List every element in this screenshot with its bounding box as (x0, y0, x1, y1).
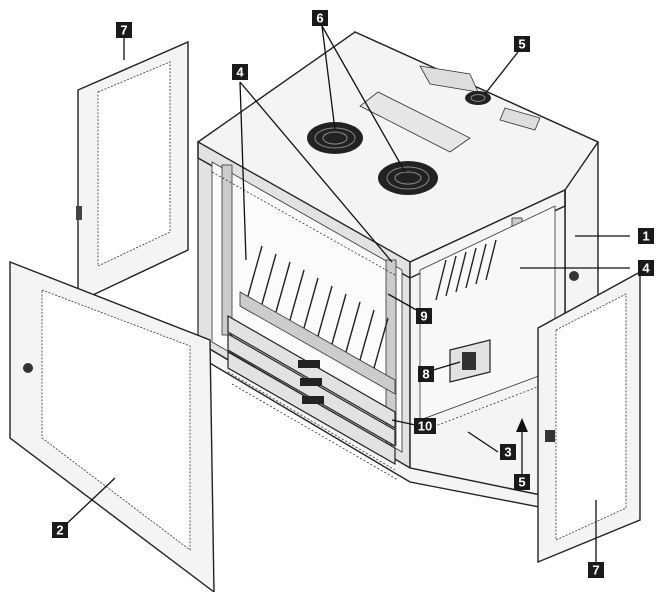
fan-icon (465, 91, 491, 105)
lock-icon (545, 430, 555, 442)
side-panel-door-right (537, 270, 641, 564)
callout-10: 10 (414, 418, 436, 434)
callout-label: 7 (120, 23, 127, 38)
callout-label: 2 (56, 523, 63, 538)
callout-label: 3 (504, 445, 511, 460)
lock-icon (569, 271, 579, 281)
front-door (9, 260, 215, 592)
callout-label: 4 (642, 261, 650, 276)
top-cable-slot (359, 91, 471, 153)
callout-5-top: 5 (514, 36, 530, 52)
cable-management-panel (239, 239, 497, 395)
callout-1: 1 (638, 228, 654, 244)
callout-label: 6 (316, 11, 323, 26)
callout-3: 3 (500, 444, 516, 460)
callout-7-bottom: 7 (588, 562, 604, 578)
callout-label: 5 (518, 37, 525, 52)
leader-lines (59, 25, 630, 562)
rack-rail-left (221, 164, 233, 336)
callout-5-bottom: 5 (514, 474, 530, 490)
callout-6: 6 (312, 10, 328, 26)
callout-label: 4 (236, 65, 244, 80)
callout-label: 1 (642, 229, 649, 244)
callout-label: 8 (422, 367, 429, 382)
callout-2: 2 (52, 522, 68, 538)
callout-7-top: 7 (116, 22, 132, 38)
callout-4-top: 4 (232, 64, 248, 80)
callout-label: 7 (592, 563, 599, 578)
callout-label: 10 (418, 419, 432, 434)
callout-9: 9 (416, 308, 432, 324)
power-distribution-unit (449, 339, 491, 383)
callout-label: 5 (518, 475, 525, 490)
callout-4-right: 4 (638, 260, 654, 276)
callout-label: 9 (420, 309, 427, 324)
side-panel-door-left (76, 40, 189, 304)
rack-equipment (227, 314, 396, 466)
lock-icon (23, 363, 33, 373)
fan-icon (378, 161, 438, 195)
callout-8: 8 (418, 366, 434, 382)
